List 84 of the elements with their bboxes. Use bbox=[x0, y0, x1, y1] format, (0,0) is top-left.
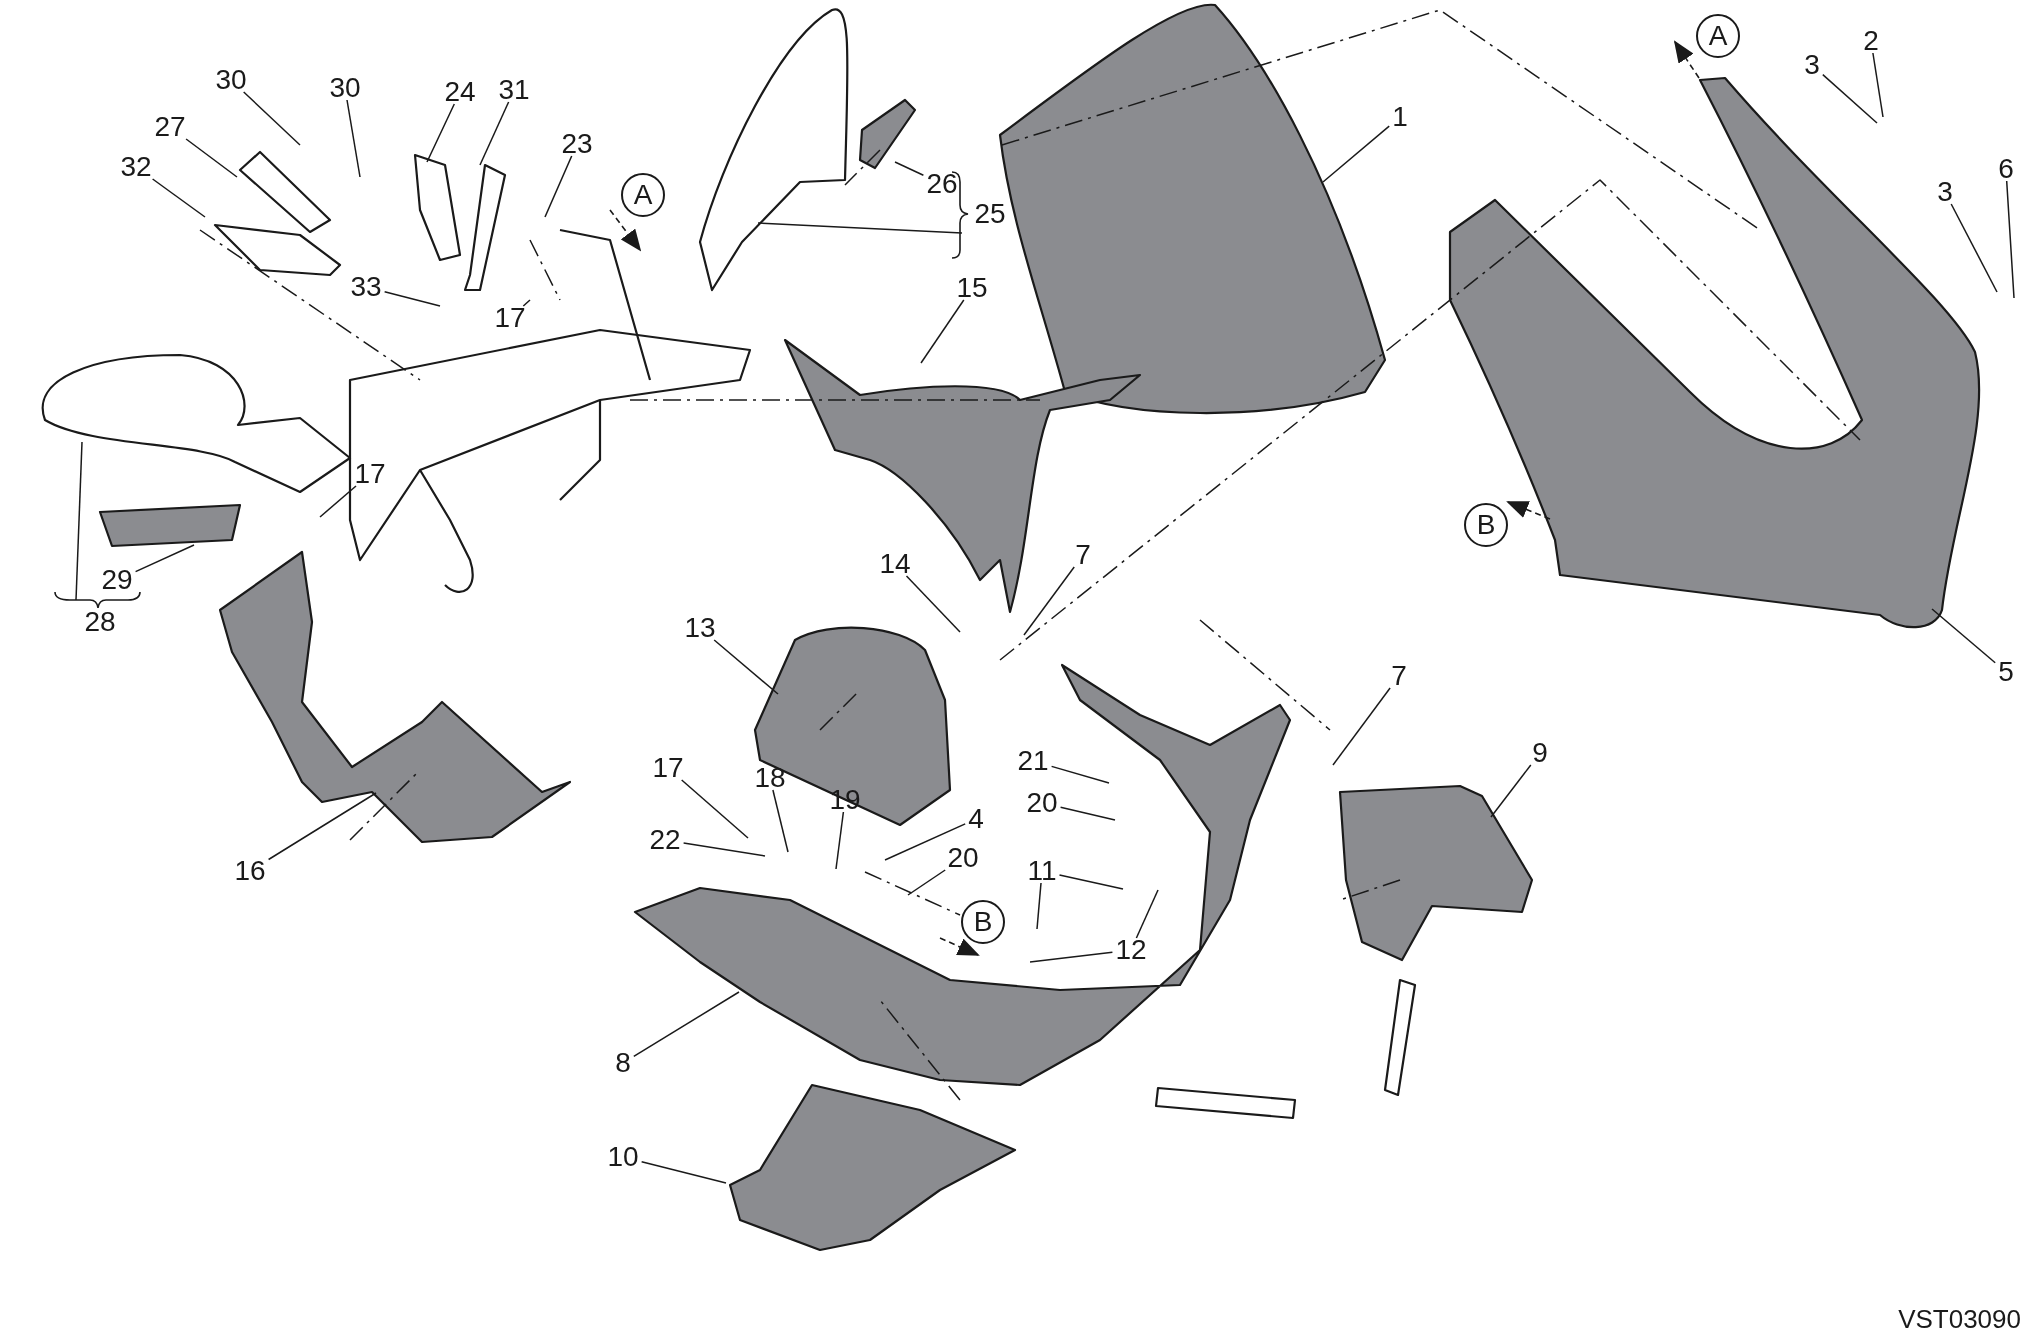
callout-number: 10 bbox=[607, 1142, 639, 1172]
callout-number: 4 bbox=[968, 804, 984, 834]
leader-line bbox=[905, 575, 961, 633]
leader-line bbox=[544, 155, 573, 218]
callout-number: 33 bbox=[350, 272, 382, 302]
callout-number: 29 bbox=[101, 565, 133, 595]
callout-number: 32 bbox=[120, 152, 152, 182]
callout-number: 8 bbox=[615, 1048, 631, 1078]
leader-line bbox=[772, 789, 789, 853]
callout-number: 2 bbox=[1863, 26, 1879, 56]
leader-line bbox=[1872, 52, 1884, 118]
callout-number: 6 bbox=[1998, 154, 2014, 184]
callout-number: 12 bbox=[1115, 935, 1147, 965]
leader-line bbox=[151, 178, 206, 218]
callout-number: 16 bbox=[234, 856, 266, 886]
callout-number: 20 bbox=[1026, 788, 1058, 818]
callout-number: 18 bbox=[754, 763, 786, 793]
callout-number: 23 bbox=[561, 129, 593, 159]
callout-number: 31 bbox=[498, 75, 530, 105]
leader-line bbox=[713, 639, 779, 695]
leader-line bbox=[1490, 764, 1532, 818]
view-marker: A bbox=[1696, 14, 1740, 58]
leader-line bbox=[1023, 566, 1075, 636]
view-marker: B bbox=[1464, 503, 1508, 547]
leader-line bbox=[894, 161, 925, 177]
leader-line bbox=[884, 823, 966, 861]
leader-line bbox=[75, 441, 83, 601]
leader-line bbox=[835, 811, 845, 870]
leader-line bbox=[680, 779, 749, 839]
leader-line bbox=[383, 291, 441, 307]
leader-line bbox=[1029, 951, 1114, 963]
callout-number: 5 bbox=[1998, 657, 2014, 687]
callout-number: 17 bbox=[652, 753, 684, 783]
leader-line bbox=[1332, 687, 1391, 766]
leader-line bbox=[426, 103, 456, 163]
leader-line bbox=[2005, 180, 2015, 299]
callout-number: 26 bbox=[926, 169, 958, 199]
callout-number: 22 bbox=[649, 825, 681, 855]
callout-number: 11 bbox=[1027, 856, 1057, 886]
leader-line bbox=[640, 1160, 727, 1184]
callout-number: 21 bbox=[1017, 746, 1049, 776]
drawing-number: VST03090 bbox=[1898, 1304, 2021, 1335]
callout-number: 17 bbox=[494, 303, 526, 333]
leader-line bbox=[633, 991, 740, 1058]
callout-number: 13 bbox=[684, 613, 716, 643]
callout-number: 17 bbox=[354, 459, 386, 489]
callout-number: 30 bbox=[215, 65, 247, 95]
callout-number: 1 bbox=[1392, 102, 1408, 132]
leader-line bbox=[1822, 73, 1878, 124]
callout-number: 3 bbox=[1804, 50, 1820, 80]
leader-line bbox=[1058, 874, 1124, 890]
callout-number: 14 bbox=[879, 549, 911, 579]
leader-line bbox=[1036, 882, 1042, 930]
leader-line bbox=[1059, 806, 1116, 821]
view-marker: B bbox=[961, 900, 1005, 944]
leader-line bbox=[920, 299, 965, 364]
leader-line bbox=[242, 91, 301, 146]
callout-number: 7 bbox=[1391, 661, 1407, 691]
leader-line bbox=[134, 544, 195, 573]
callout-number: 15 bbox=[956, 273, 988, 303]
callout-number: 9 bbox=[1532, 738, 1548, 768]
leader-line bbox=[1322, 125, 1390, 183]
leader-line bbox=[479, 101, 510, 166]
leader-line bbox=[1950, 203, 1998, 293]
callout-number: 27 bbox=[154, 112, 186, 142]
leader-line bbox=[682, 842, 766, 857]
leader-line bbox=[907, 869, 946, 896]
leader-line bbox=[1050, 765, 1110, 784]
leader-line bbox=[1135, 889, 1159, 939]
callout-number: 3 bbox=[1937, 177, 1953, 207]
callout-number: 20 bbox=[947, 843, 979, 873]
callout-number: 25 bbox=[974, 199, 1006, 229]
callout-number: 7 bbox=[1075, 540, 1091, 570]
callout-number: 24 bbox=[444, 77, 476, 107]
leader-line bbox=[185, 138, 238, 178]
leader-line bbox=[1931, 608, 1996, 664]
callout-number: 28 bbox=[84, 607, 116, 637]
leader-line bbox=[346, 99, 361, 178]
leader-line bbox=[757, 222, 963, 234]
leader-line bbox=[522, 299, 531, 307]
callout-number: 30 bbox=[329, 73, 361, 103]
view-marker: A bbox=[621, 173, 665, 217]
leader-line bbox=[319, 485, 357, 518]
leader-line bbox=[267, 792, 377, 861]
